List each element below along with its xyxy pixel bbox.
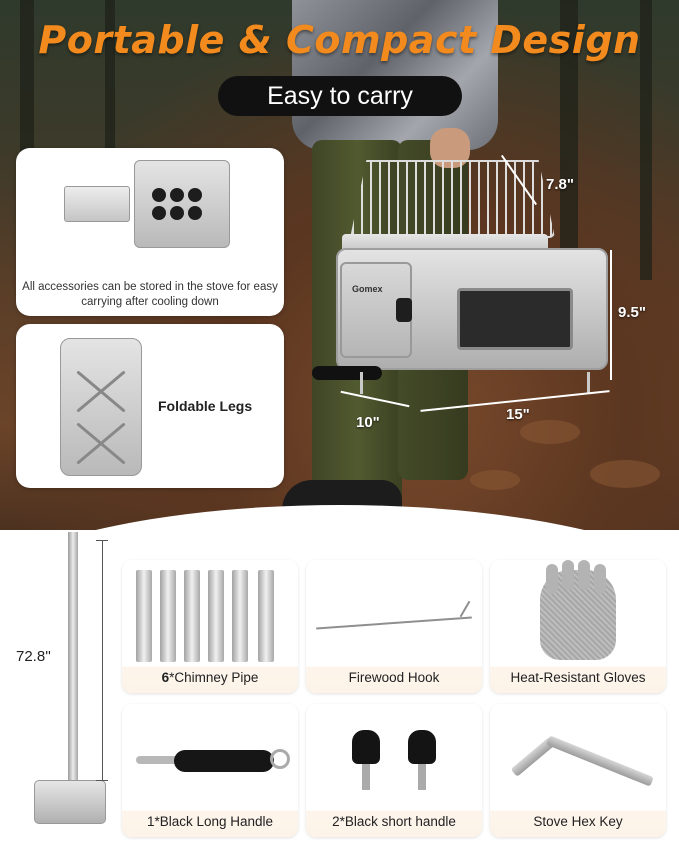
ground-leaves xyxy=(470,470,520,490)
dimension-line xyxy=(610,250,612,380)
stove-door-image xyxy=(64,186,130,222)
chimney-height-label: 72.8'' xyxy=(16,648,51,665)
hex-key-shaft xyxy=(546,735,654,787)
stove-with-chimney xyxy=(34,780,106,824)
foldable-legs-label: Foldable Legs xyxy=(158,398,253,414)
stove-open-image xyxy=(134,160,230,248)
height-tick xyxy=(96,540,108,541)
height-dimension-line xyxy=(102,540,103,780)
page-title: Portable & Compact Design xyxy=(38,18,641,62)
stored-pipe xyxy=(152,188,166,202)
firewood-hook-icon xyxy=(316,616,472,630)
accessory-card-long-handle: 1*Black Long Handle xyxy=(122,704,298,837)
subtitle-badge: Easy to carry xyxy=(218,76,462,116)
dimension-length: 15" xyxy=(506,406,530,423)
stove-grill-rack xyxy=(350,160,555,238)
accessory-label: Stove Hex Key xyxy=(533,814,623,829)
tree-trunk xyxy=(105,0,115,260)
chimney-pipe-icon xyxy=(258,570,274,662)
accessory-card-short-handle: 2*Black short handle xyxy=(306,704,482,837)
chimney-pipe-icon xyxy=(160,570,176,662)
storage-info-card: All accessories can be stored in the sto… xyxy=(16,148,284,316)
glove-finger xyxy=(594,564,606,594)
handle-rod xyxy=(136,756,178,764)
tree-trunk xyxy=(640,0,652,280)
stored-pipe xyxy=(170,206,184,220)
accessory-label: Heat-Resistant Gloves xyxy=(510,670,646,685)
stove-brand-logo: Gomex xyxy=(352,284,383,294)
chimney-pipe-icon xyxy=(232,570,248,662)
accessory-label: 1*Black Long Handle xyxy=(146,814,274,829)
short-handle-stem xyxy=(362,764,370,790)
height-tick xyxy=(96,780,108,781)
hero-bottom-curve xyxy=(0,505,679,530)
stored-pipe xyxy=(170,188,184,202)
accessory-card-hex-key: Stove Hex Key xyxy=(490,704,666,837)
stove-glass-window xyxy=(457,288,573,350)
stored-pipe xyxy=(188,188,202,202)
accessory-card-chimney-pipe: 6*Chimney Pipe xyxy=(122,560,298,693)
chimney-pipe-icon xyxy=(208,570,224,662)
accessory-label: Firewood Hook xyxy=(348,670,440,685)
tree-trunk xyxy=(560,0,578,320)
stove-door-knob xyxy=(396,298,412,322)
ground-leaves xyxy=(520,420,580,444)
short-handle-icon xyxy=(352,730,380,764)
stored-pipe xyxy=(152,206,166,220)
glove-finger xyxy=(562,560,574,590)
ground-leaves xyxy=(590,460,660,488)
glove-finger xyxy=(578,560,590,590)
person-jacket xyxy=(292,0,498,150)
glove-finger xyxy=(546,564,558,594)
stove-legs xyxy=(360,372,590,394)
dimension-height: 9.5" xyxy=(618,304,646,321)
short-handle-icon xyxy=(408,730,436,764)
chimney-pipe-assembled xyxy=(68,532,78,782)
storage-description: All accessories can be stored in the sto… xyxy=(22,281,278,308)
stored-pipe xyxy=(188,206,202,220)
accessory-card-firewood-hook: Firewood Hook xyxy=(306,560,482,693)
stove-folded-image xyxy=(60,338,142,476)
accessory-card-gloves: Heat-Resistant Gloves xyxy=(490,560,666,693)
firewood-hook-tip xyxy=(459,600,471,618)
chimney-pipe-icon xyxy=(184,570,200,662)
dimension-depth: 7.8" xyxy=(546,176,574,193)
accessory-label: 2*Black short handle xyxy=(332,814,456,829)
dimension-width: 10" xyxy=(356,414,380,431)
chimney-pipe-icon xyxy=(136,570,152,662)
long-handle-icon xyxy=(174,750,274,772)
short-handle-stem xyxy=(418,764,426,790)
foldable-legs-card: Foldable Legs xyxy=(16,324,284,488)
handle-ring xyxy=(270,749,290,769)
stove-long-handle xyxy=(312,366,382,380)
accessory-label: 6*Chimney Pipe xyxy=(161,670,259,685)
